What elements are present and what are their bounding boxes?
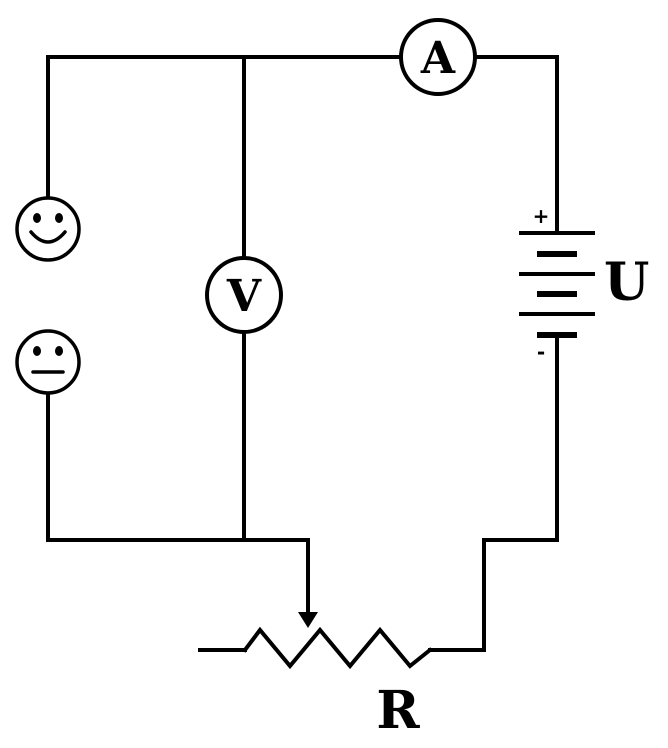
wiper-arrowhead xyxy=(298,612,318,628)
ammeter: A xyxy=(399,18,477,96)
ammeter-ring xyxy=(399,18,477,96)
battery-negative-sign: - xyxy=(537,340,545,364)
ammeter-label: A xyxy=(420,33,456,84)
battery-positive-sign: + xyxy=(533,204,550,228)
battery: + - U xyxy=(519,204,649,364)
source-label: U xyxy=(604,252,649,313)
rheostat: R xyxy=(242,612,433,741)
resistor-zigzag xyxy=(242,626,433,670)
voltmeter-ring xyxy=(205,256,283,334)
resistor-label: R xyxy=(376,680,420,741)
voltmeter-label: V xyxy=(226,271,262,322)
smiling-face-icon xyxy=(15,196,81,262)
circuit-wires xyxy=(46,55,559,652)
neutral-face-icon xyxy=(15,329,81,395)
voltmeter: V xyxy=(205,256,283,334)
